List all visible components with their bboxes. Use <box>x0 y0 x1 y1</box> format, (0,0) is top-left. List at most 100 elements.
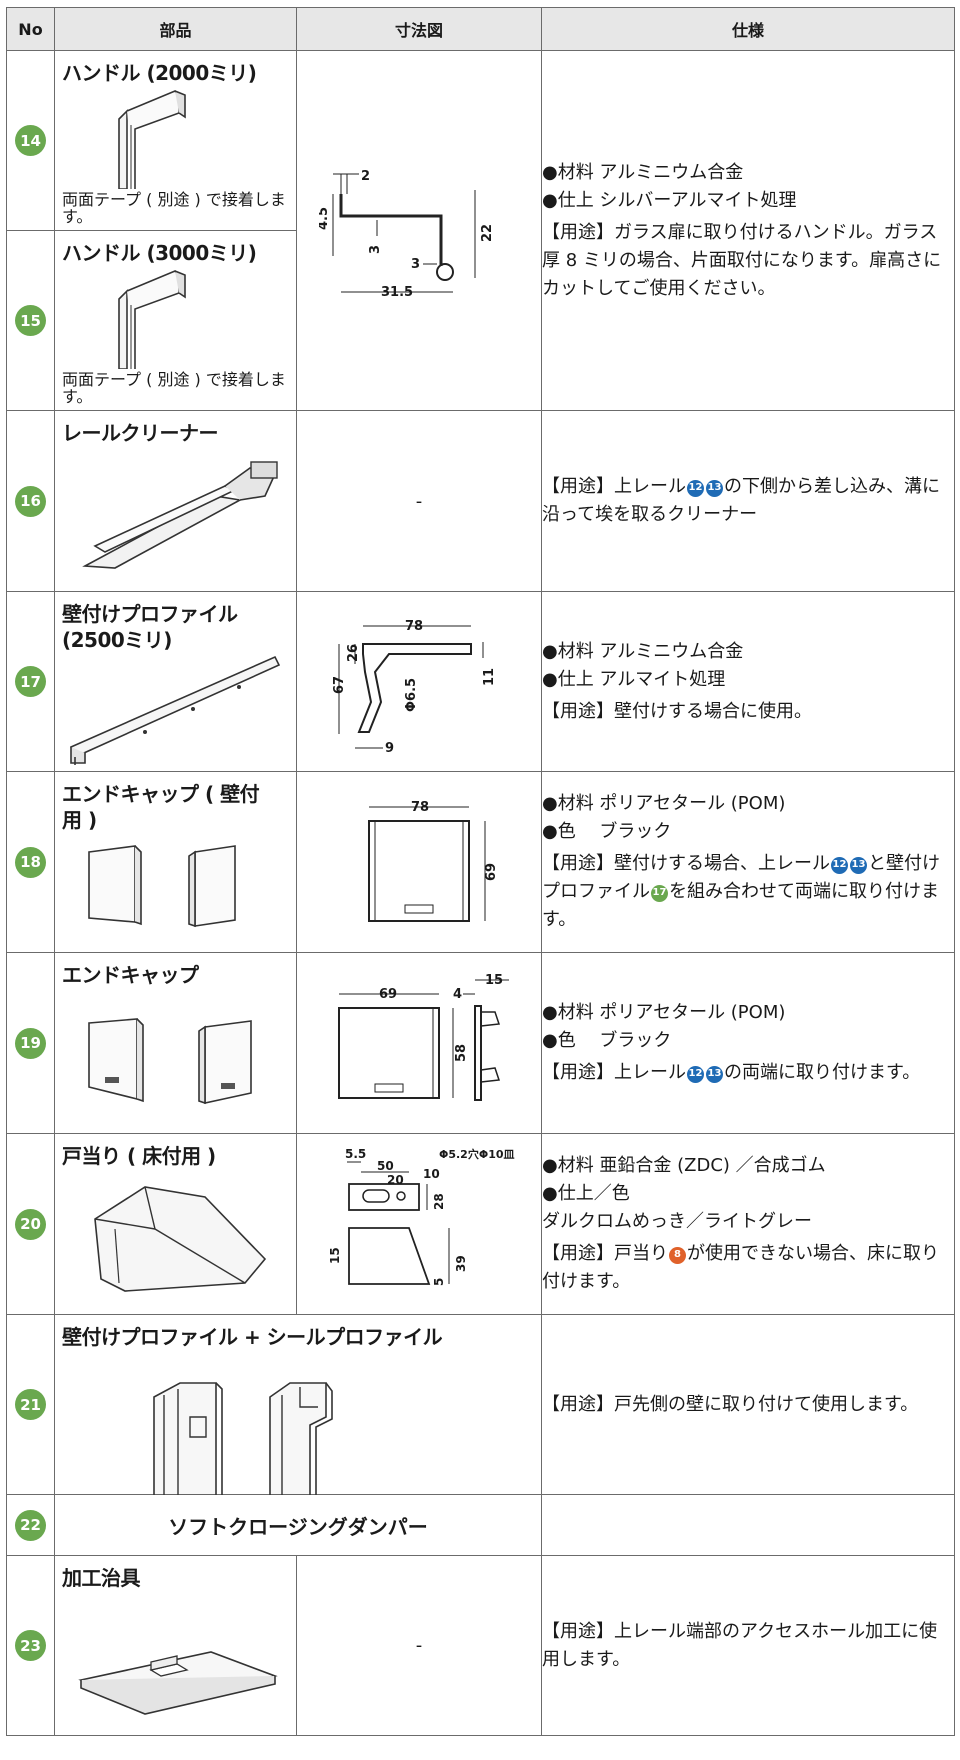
part-cell: ハンドル (3000ミリ) 両面テープ ( 別途 ) で接着します。 <box>54 230 297 411</box>
spec-use: 【用途】戸先側の壁に取り付けて使用します。 <box>542 1393 919 1415</box>
part-note: 両面テープ ( 別途 ) で接着します。 <box>62 190 286 226</box>
part-name: ハンドル (3000ミリ) <box>62 241 257 265</box>
spec-color: ●色 ブラック <box>542 1030 672 1051</box>
spec-material: ●材料 アルミニウム合金 <box>542 161 744 183</box>
part-note: 両面テープ ( 別途 ) で接着します。 <box>62 370 286 406</box>
part-cell: 壁付けプロファイル + シールプロファイル <box>54 1314 542 1495</box>
svg-text:26: 26 <box>346 643 361 661</box>
row-number-badge: 17 <box>15 666 46 697</box>
svg-text:69: 69 <box>379 987 397 1002</box>
row-number-cell: 21 <box>6 1314 55 1495</box>
handle-dimension-cell: 2 4.5 3 3 22 31.5 <box>296 50 542 411</box>
svg-text:Φ5.2穴Φ10皿: Φ5.2穴Φ10皿 <box>439 1147 515 1161</box>
part-name: 壁付けプロファイル (2500ミリ) <box>62 602 238 652</box>
part-cell: レールクリーナー <box>54 410 297 592</box>
end-cap-dimension-cell: 69 4 15 58 <box>296 952 542 1134</box>
header-no: No <box>6 7 55 51</box>
spec-material: ●材料 ポリアセタール (POM) <box>542 793 786 814</box>
door-stop-dimension-drawing: 5.5 50 20 Φ5.2穴Φ10皿 10 28 15 5 39 <box>328 1147 515 1286</box>
row-number-badge: 14 <box>15 125 46 156</box>
row-number-badge: 15 <box>15 305 46 336</box>
svg-text:58: 58 <box>454 1044 469 1062</box>
svg-text:11: 11 <box>482 667 497 685</box>
svg-text:22: 22 <box>480 223 495 241</box>
no-dimension-dash: - <box>415 1635 423 1656</box>
part-name: ハンドル (2000ミリ) <box>62 61 257 85</box>
row-number-cell: 23 <box>6 1555 55 1736</box>
svg-text:15: 15 <box>328 1247 342 1264</box>
spec-material: ●材料 アルミニウム合金 <box>542 640 744 662</box>
part-name: エンドキャップ <box>62 963 199 987</box>
wall-profile-illustration <box>69 655 281 765</box>
row-number-badge: 19 <box>15 1027 46 1059</box>
part-cell: エンドキャップ <box>54 952 297 1134</box>
svg-text:31.5: 31.5 <box>381 285 413 300</box>
spec-cell: ●材料 アルミニウム合金 ●仕上 アルマイト処理 【用途】壁付けする場合に使用。 <box>541 591 955 772</box>
svg-text:Φ6.5: Φ6.5 <box>404 677 419 711</box>
spec-finish: ●仕上 アルマイト処理 <box>542 668 726 690</box>
end-cap-dimension-drawing: 78 69 <box>368 800 499 922</box>
svg-text:3: 3 <box>368 244 383 253</box>
door-stop-dimension-cell: 5.5 50 20 Φ5.2穴Φ10皿 10 28 15 5 39 <box>296 1133 542 1315</box>
row-number-badge: 18 <box>15 846 46 878</box>
part-cell: ハンドル (2000ミリ) 両面テープ ( 別途 ) で接着します。 <box>54 50 297 231</box>
part-name: レールクリーナー <box>62 421 219 445</box>
ref-number-badge: 13 <box>706 1065 723 1083</box>
svg-text:10: 10 <box>423 1167 440 1181</box>
part-cell: エンドキャップ ( 壁付用 ) <box>54 771 297 953</box>
end-cap-dimension-drawing: 69 4 15 58 <box>338 973 509 1101</box>
svg-text:28: 28 <box>432 1193 446 1210</box>
jig-illustration <box>78 1651 278 1715</box>
svg-text:5: 5 <box>432 1278 446 1286</box>
wall-profile-dimension-cell: 78 26 67 11 Φ6.5 9 <box>296 591 542 772</box>
wall-profile-dimension-drawing: 78 26 67 11 Φ6.5 9 <box>332 619 497 756</box>
header-dimension: 寸法図 <box>296 7 542 51</box>
row-number-cell: 14 <box>6 50 55 231</box>
row-number-badge: 21 <box>15 1389 46 1420</box>
ref-number-badge: 13 <box>706 479 723 497</box>
spec-finish-label: ●仕上／色 <box>542 1183 630 1204</box>
end-cap-dimension-cell: 78 69 <box>296 771 542 953</box>
spec-finish: ●仕上 シルバーアルマイト処理 <box>542 189 797 211</box>
spec-cell <box>541 1494 955 1556</box>
part-name: エンドキャップ ( 壁付用 ) <box>62 782 260 832</box>
ref-number-badge: 12 <box>687 1065 704 1083</box>
row-number-badge: 20 <box>15 1208 46 1240</box>
row-number-cell: 18 <box>6 771 55 953</box>
end-cap-illustration <box>88 845 236 928</box>
svg-text:5.5: 5.5 <box>345 1147 366 1161</box>
part-name: 加工治具 <box>62 1566 141 1590</box>
spec-material: ●材料 ポリアセタール (POM) <box>542 1002 786 1023</box>
header-spec: 仕様 <box>541 7 955 51</box>
spec-use: 【用途】ガラス扉に取り付けるハンドル。ガラス厚 8 ミリの場合、片面取付になりま… <box>542 221 942 299</box>
part-name: 戸当り ( 床付用 ) <box>62 1144 216 1168</box>
header-part: 部品 <box>54 7 297 51</box>
row-number-cell: 19 <box>6 952 55 1134</box>
spec-cell: ●材料 ポリアセタール (POM) ●色 ブラック 【用途】壁付けする場合、上レ… <box>541 771 955 953</box>
dimension-cell: - <box>296 1555 542 1736</box>
part-cell: 壁付けプロファイル (2500ミリ) <box>54 591 297 772</box>
row-number-badge: 23 <box>15 1630 46 1661</box>
spec-cell: 【用途】上レール端部のアクセスホール加工に使用します。 <box>541 1555 955 1736</box>
row-number-badge: 22 <box>15 1509 46 1541</box>
no-dimension-dash: - <box>415 490 423 512</box>
part-name: 壁付けプロファイル + シールプロファイル <box>62 1325 443 1349</box>
spec-cell: ●材料 亜鉛合金 (ZDC) ／合成ゴム ●仕上／色 ダルクロムめっき／ライトグ… <box>541 1133 955 1315</box>
dimension-cell: - <box>296 410 542 592</box>
ref-number-badge: 13 <box>850 856 867 874</box>
svg-text:39: 39 <box>454 1255 468 1272</box>
handle-illustration <box>118 270 186 369</box>
end-cap-illustration <box>88 1018 252 1105</box>
ref-number-badge: 12 <box>687 479 704 497</box>
spec-material: ●材料 亜鉛合金 (ZDC) ／合成ゴム <box>542 1155 826 1176</box>
handle-dimension-drawing: 2 4.5 3 3 22 31.5 <box>319 169 495 300</box>
row-number-cell: 20 <box>6 1133 55 1315</box>
spec-use: 【用途】上レール端部のアクセスホール加工に使用します。 <box>542 1620 938 1670</box>
part-cell: 加工治具 <box>54 1555 297 1736</box>
svg-text:67: 67 <box>332 675 347 693</box>
